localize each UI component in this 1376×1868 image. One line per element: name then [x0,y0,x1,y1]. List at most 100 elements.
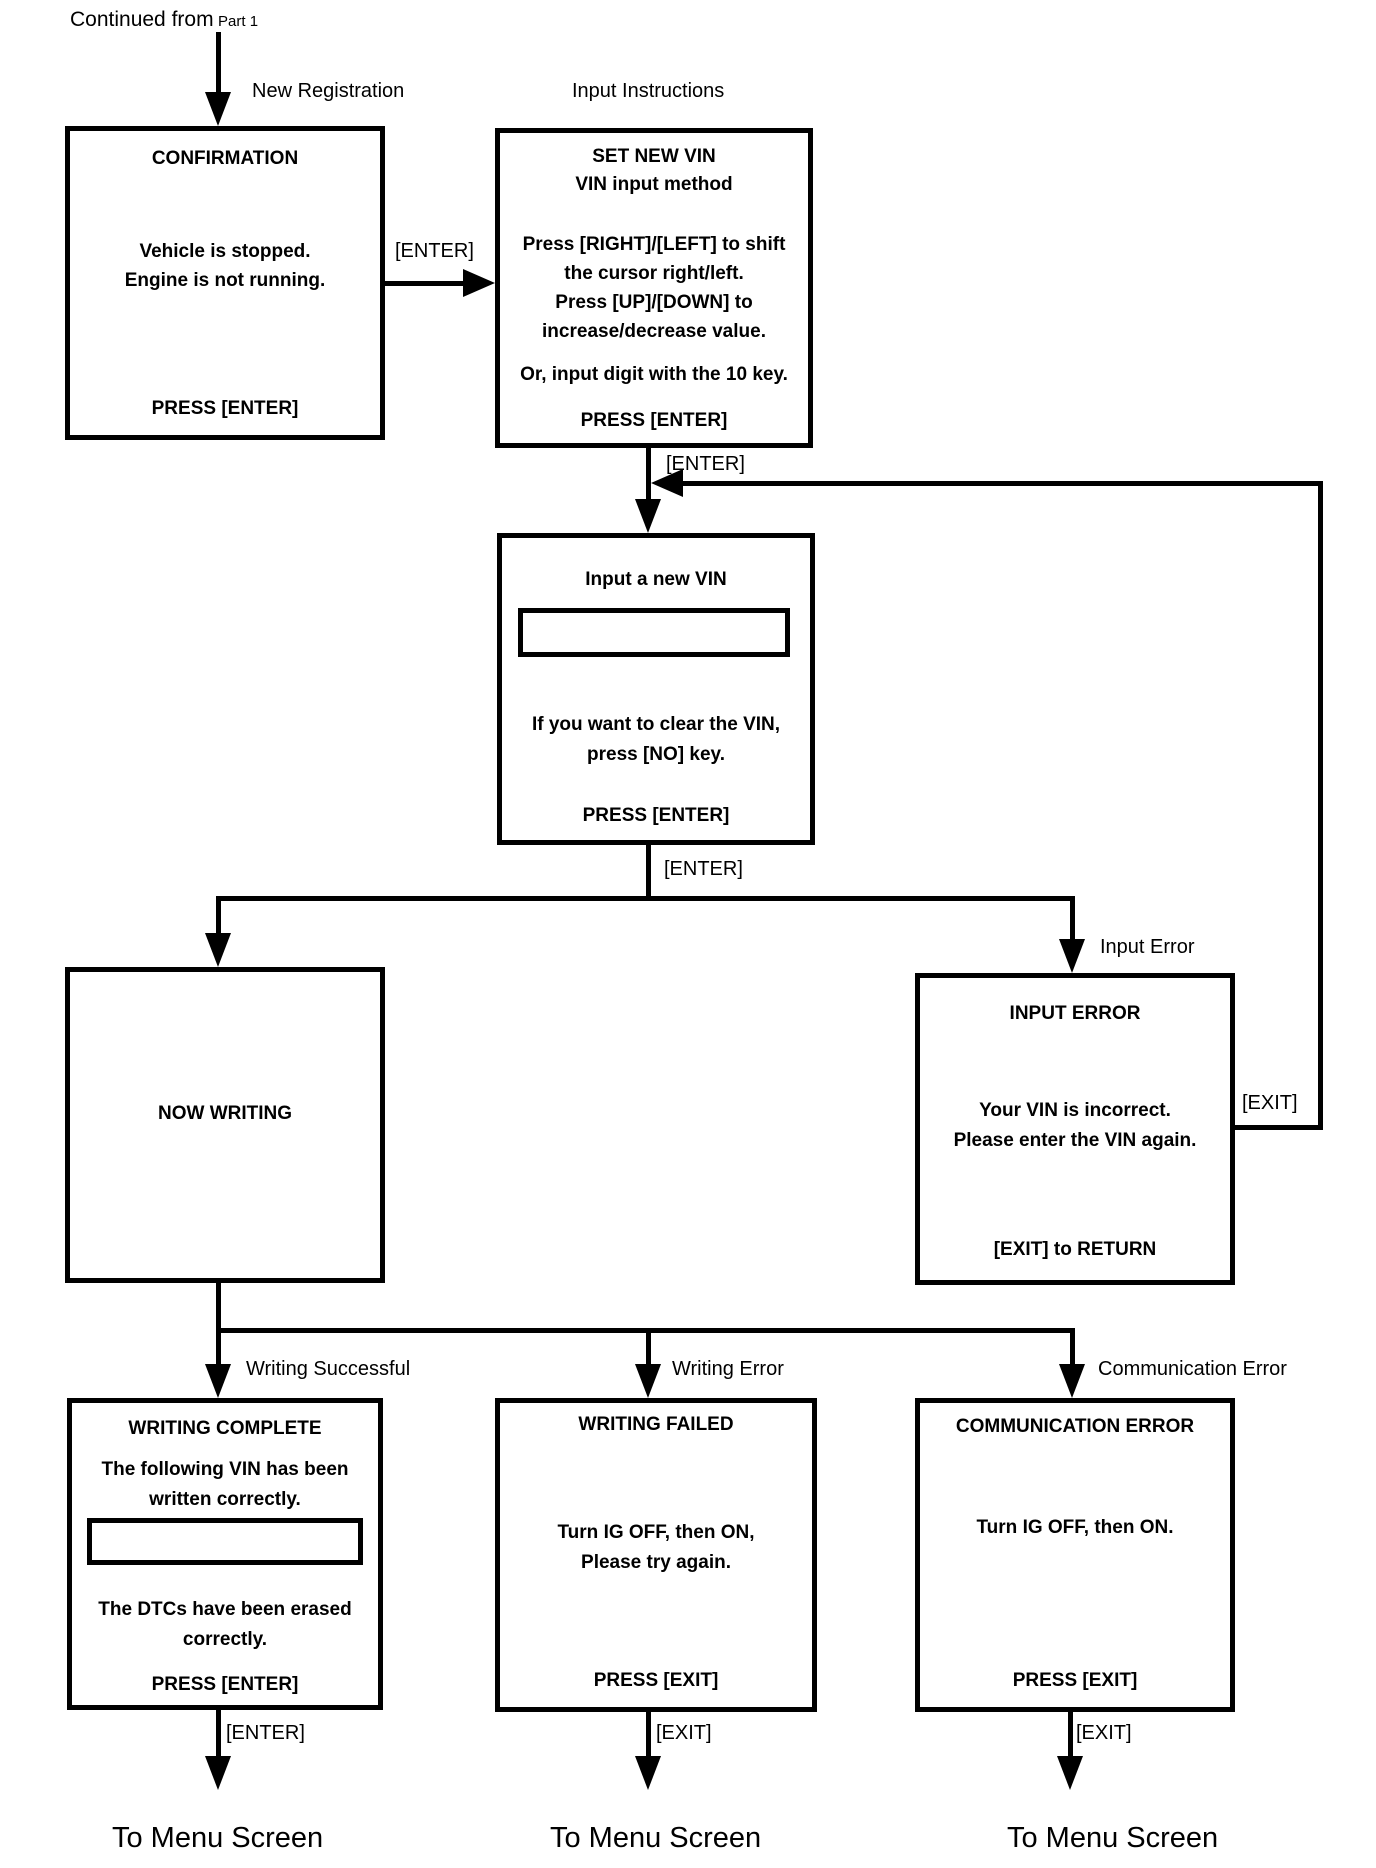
box-set-new-vin-body: Press [RIGHT]/[LEFT] to shift the cursor… [500,230,808,346]
body-line: correctly. [182,1629,268,1650]
edge-label-enter: [ENTER] [664,858,743,880]
box-set-new-vin: SET NEW VIN VIN input method Press [RIGH… [495,128,813,448]
connector-line [1070,898,1075,942]
box-communication-error-title: COMMUNICATION ERROR [955,1416,1195,1437]
arrowhead-down-icon [635,1756,661,1790]
box-communication-error-footer: PRESS [EXIT] [1012,1670,1138,1691]
terminal-to-menu-screen: To Menu Screen [550,1822,762,1854]
body-line: Your VIN is incorrect. [979,1100,1171,1121]
branch-label-input-error: Input Error [1100,936,1195,958]
vin-input-field [518,608,790,657]
box-set-new-vin-note: Or, input digit with the 10 key. [520,364,788,385]
box-confirmation: CONFIRMATION Vehicle is stopped. Engine … [65,126,385,440]
box-input-error: INPUT ERROR Your VIN is incorrect. Pleas… [915,973,1235,1285]
connector-line [1235,1125,1323,1130]
branch-label-input-instructions: Input Instructions [572,80,725,102]
box-input-new-vin-title: Input a new VIN [585,569,727,590]
edge-label-enter: [ENTER] [395,240,474,262]
branch-label-communication-error: Communication Error [1098,1358,1287,1380]
arrowhead-right-icon [463,269,495,297]
body-line: Please try again. [581,1552,731,1573]
box-writing-failed: WRITING FAILED Turn IG OFF, then ON, Ple… [495,1398,817,1712]
terminal-to-menu-screen: To Menu Screen [112,1822,324,1854]
box-set-new-vin-subtitle: VIN input method [575,174,733,195]
body-line: press [NO] key. [587,744,725,765]
branch-label-writing-error: Writing Error [672,1358,784,1380]
box-confirmation-body: Vehicle is stopped. Engine is not runnin… [70,237,380,295]
connector-line [216,1328,1075,1333]
connector-line [385,281,467,286]
connector-line [1068,1712,1073,1758]
branch-label-writing-successful: Writing Successful [246,1358,411,1380]
connector-line [216,898,221,936]
terminal-to-menu-screen: To Menu Screen [1007,1822,1219,1854]
edge-label-exit: [EXIT] [1242,1092,1298,1114]
arrowhead-down-icon [205,92,231,126]
box-set-new-vin-footer: PRESS [ENTER] [580,410,728,431]
box-input-new-vin-footer: PRESS [ENTER] [582,805,730,826]
box-writing-failed-footer: PRESS [EXIT] [593,1670,719,1691]
connector-line [1318,483,1323,1128]
connector-line [216,1283,221,1365]
box-confirmation-footer: PRESS [ENTER] [151,398,299,419]
box-now-writing: NOW WRITING [65,967,385,1283]
body-line: Please enter the VIN again. [953,1130,1197,1151]
arrowhead-down-icon [1059,1364,1085,1398]
vin-output-field [87,1518,363,1565]
connector-line [646,448,651,502]
body-line: Turn IG OFF, then ON. [976,1517,1174,1538]
arrowhead-down-icon [205,1756,231,1790]
body-line: Vehicle is stopped. [139,241,311,262]
connector-line [646,1712,651,1758]
connector-line [646,845,651,901]
box-set-new-vin-title-block: SET NEW VIN VIN input method [500,143,808,199]
box-input-new-vin: Input a new VIN If you want to clear the… [497,533,815,845]
arrowhead-down-icon [1057,1756,1083,1790]
body-line: written correctly. [149,1489,301,1510]
box-now-writing-title: NOW WRITING [157,1103,293,1124]
connector-line [1070,1330,1075,1366]
edge-label-enter: [ENTER] [666,453,745,475]
arrowhead-down-icon [205,1364,231,1398]
body-line: The following VIN has been [101,1459,349,1480]
part-ref-text: Part 1 [218,13,259,30]
box-writing-complete-body-top: The following VIN has been written corre… [72,1455,378,1515]
body-line: Press [RIGHT]/[LEFT] to shift [522,234,786,255]
body-line: Engine is not running. [124,270,326,291]
box-writing-failed-title: WRITING FAILED [578,1414,734,1435]
box-set-new-vin-title: SET NEW VIN [592,146,716,167]
arrowhead-down-icon [1059,939,1085,973]
box-communication-error-body: Turn IG OFF, then ON. [920,1513,1230,1543]
box-confirmation-title: CONFIRMATION [151,148,299,169]
branch-label-new-registration: New Registration [252,80,405,102]
body-line: increase/decrease value. [542,321,766,342]
edge-label-exit: [EXIT] [1076,1722,1132,1744]
connector-line [216,1710,221,1758]
arrowhead-down-icon [635,1364,661,1398]
connector-line [646,1330,651,1366]
box-writing-failed-body: Turn IG OFF, then ON, Please try again. [500,1518,812,1578]
box-input-error-body: Your VIN is incorrect. Please enter the … [920,1096,1230,1156]
box-writing-complete-footer: PRESS [ENTER] [151,1674,299,1695]
body-line: the cursor right/left. [564,263,744,284]
body-line: Turn IG OFF, then ON, [557,1522,755,1543]
edge-label-exit: [EXIT] [656,1722,712,1744]
box-communication-error: COMMUNICATION ERROR Turn IG OFF, then ON… [915,1398,1235,1712]
box-input-new-vin-body: If you want to clear the VIN, press [NO]… [502,710,810,770]
box-input-error-title: INPUT ERROR [1009,1003,1141,1024]
connector-line [680,481,1323,486]
arrowhead-down-icon [635,499,661,533]
continued-from-text: Continued from [70,8,214,31]
body-line: The DTCs have been erased [98,1599,352,1620]
continued-from-header: Continued from Part 1 [70,8,258,32]
edge-label-enter: [ENTER] [226,1722,305,1744]
box-input-error-footer: [EXIT] to RETURN [993,1239,1157,1260]
connector-line [216,32,221,96]
box-writing-complete-title: WRITING COMPLETE [128,1418,322,1439]
connector-line [216,896,1075,901]
arrowhead-left-icon [651,469,683,497]
body-line: Press [UP]/[DOWN] to [555,292,753,313]
box-writing-complete-body-bottom: The DTCs have been erased correctly. [72,1595,378,1655]
box-writing-complete: WRITING COMPLETE The following VIN has b… [67,1398,383,1710]
